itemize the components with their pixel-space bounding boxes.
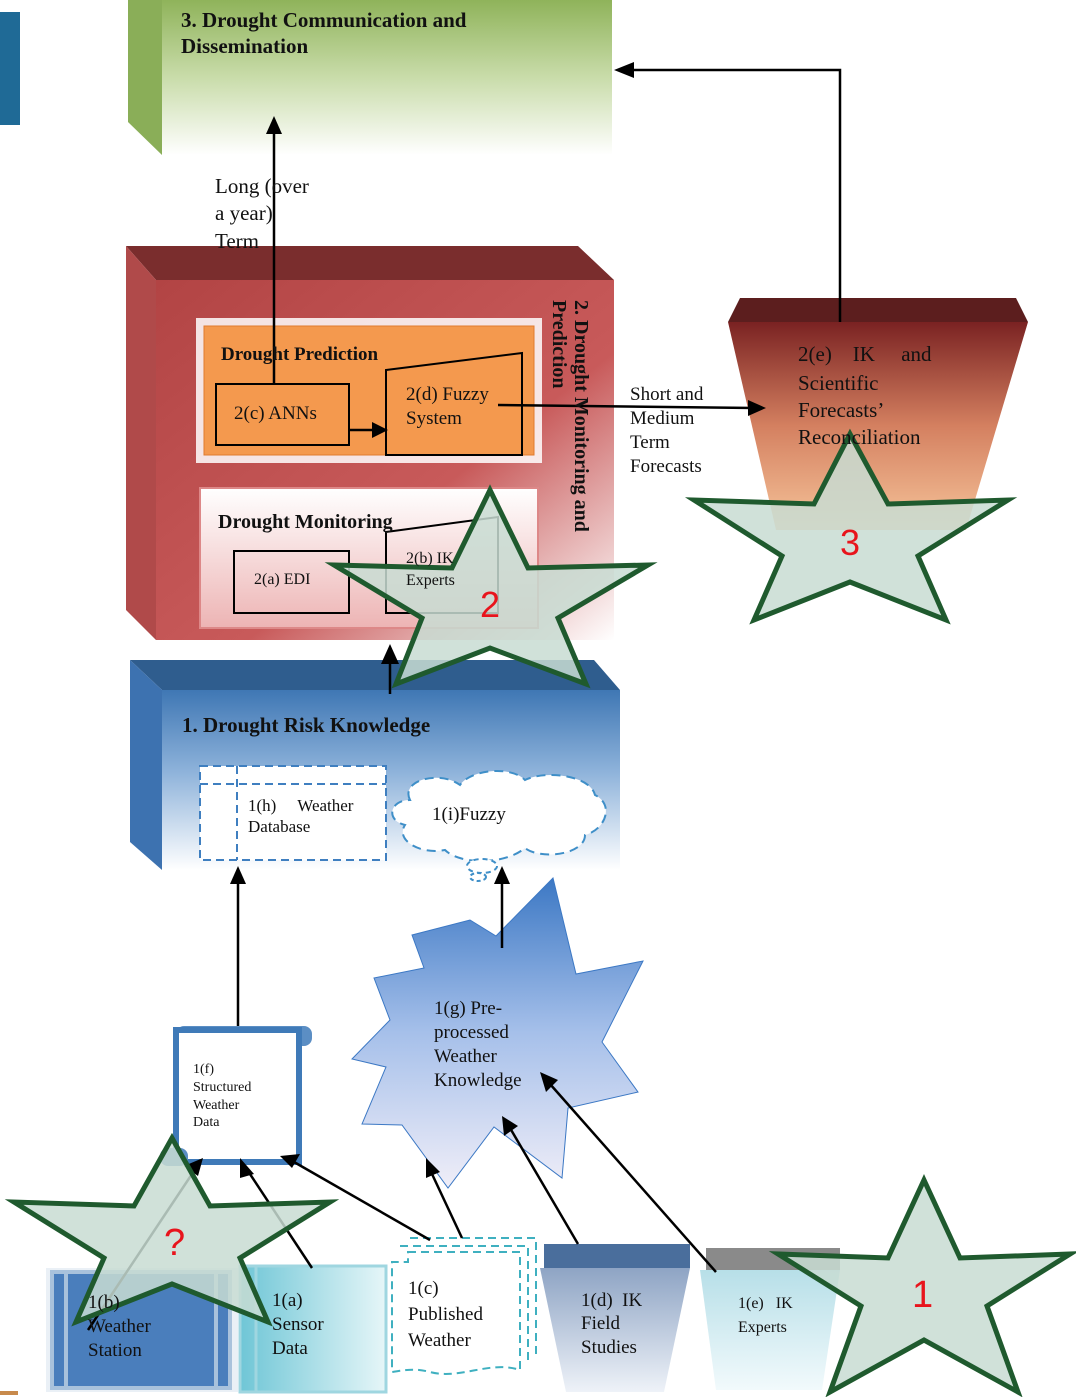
field-studies-line2: Field — [581, 1313, 621, 1334]
anns-label: 2(c) ANNs — [234, 403, 317, 424]
knowledge-title: 1. Drought Risk Knowledge — [182, 713, 431, 737]
star-overlays — [4, 428, 1076, 1397]
field-studies-line1: 1(d) IK — [581, 1290, 643, 1311]
star-3 — [684, 428, 1018, 625]
anns-box — [215, 383, 350, 446]
structured-data-box — [173, 1027, 302, 1165]
star-1 — [768, 1174, 1076, 1397]
reconciliation-top — [728, 298, 1028, 322]
fuzzy-system-box — [385, 351, 523, 456]
monitor-box-side — [126, 246, 156, 640]
published-line2: Published — [408, 1304, 483, 1325]
star-question — [4, 1132, 340, 1327]
edi-label: 2(a) EDI — [254, 571, 311, 588]
field-studies-line3: Studies — [581, 1337, 637, 1358]
side-label-line1: 2. Drought Monitoring and — [570, 300, 592, 532]
weather-database-line2: Database — [248, 817, 311, 836]
sensor-data-line3: Data — [272, 1338, 308, 1359]
communication-title-line2: Dissemination — [181, 34, 309, 58]
preprocessed-line4: Knowledge — [434, 1070, 522, 1091]
ik-experts-line1: 2(b) IK — [406, 550, 454, 567]
published-line3: Weather — [408, 1330, 471, 1351]
ik-experts-source-box — [700, 1270, 840, 1390]
published-line1: 1(c) — [408, 1278, 439, 1299]
short-medium-line1: Short and — [630, 384, 704, 405]
monitoring-title: Drought Monitoring — [218, 511, 393, 533]
communication-box-side — [128, 0, 162, 155]
star-1-label: 1 — [912, 1274, 934, 1316]
bottom-accent-mark — [0, 1391, 18, 1395]
star-3-label: 3 — [840, 522, 861, 563]
sensor-data-box — [238, 1264, 388, 1394]
monitor-box-top — [126, 246, 614, 280]
preprocessed-burst — [351, 877, 644, 1189]
edi-box — [233, 550, 350, 614]
long-term-line2: a year) — [215, 201, 273, 225]
weather-database — [199, 765, 387, 861]
weather-station-line1: 1(b) — [88, 1292, 120, 1313]
monitor-prediction-side-label: 2. Drought Monitoring and Prediction — [540, 300, 600, 590]
left-accent-bar — [0, 12, 20, 125]
fuzzy-system-line2: System — [406, 408, 462, 429]
structured-line1: 1(f) — [193, 1062, 214, 1077]
fuzzy-cloud-label: 1(i)Fuzzy — [432, 804, 506, 825]
long-term-line3: Term — [215, 229, 260, 253]
prediction-box — [203, 325, 535, 456]
published-weather-doc — [391, 1251, 521, 1375]
ik-experts-source-line1: 1(e) IK — [738, 1295, 793, 1312]
structured-line4: Data — [193, 1115, 220, 1130]
field-studies-box — [540, 1268, 690, 1392]
knowledge-box-top — [130, 660, 620, 690]
weather-station-line3: Station — [88, 1340, 142, 1361]
arrow-heads — [184, 62, 766, 1178]
reconciliation-line4: Reconciliation — [798, 425, 921, 449]
reconciliation-line2: Scientific — [798, 371, 879, 395]
reconciliation-box — [728, 322, 1028, 530]
weather-station-line2: Weather — [88, 1316, 151, 1337]
short-medium-line3: Term — [630, 432, 670, 453]
long-term-line1: Long (over — [215, 174, 309, 198]
communication-title-line1: 3. Drought Communication and — [181, 8, 467, 32]
preprocessed-line2: processed — [434, 1022, 509, 1043]
sensor-data-line2: Sensor — [272, 1314, 324, 1335]
ik-experts-source-line2: Experts — [738, 1319, 787, 1336]
communication-box — [162, 0, 612, 155]
preprocessed-line1: 1(g) Pre- — [434, 998, 503, 1019]
side-label-line2: Prediction — [548, 300, 570, 389]
structured-line3: Weather — [193, 1098, 240, 1113]
prediction-title: Drought Prediction — [221, 344, 379, 365]
reconciliation-line3: Forecasts’ — [798, 398, 885, 422]
short-medium-line2: Medium — [630, 408, 695, 429]
short-medium-line4: Forecasts — [630, 456, 702, 477]
fuzzy-cloud — [391, 769, 607, 862]
field-studies-top — [544, 1244, 690, 1268]
star-2 — [324, 484, 658, 689]
fuzzy-system-line1: 2(d) Fuzzy — [406, 384, 489, 405]
reconciliation-line1: 2(e) IK and — [798, 342, 932, 366]
weather-database-line1: 1(h) Weather — [248, 796, 354, 815]
knowledge-box-side — [130, 660, 162, 870]
sensor-data-line1: 1(a) — [272, 1290, 303, 1311]
structured-line2: Structured — [193, 1080, 252, 1095]
ik-experts-line2: Experts — [406, 572, 455, 589]
star-2-label: 2 — [480, 584, 501, 625]
preprocessed-line3: Weather — [434, 1046, 497, 1067]
star-question-label: ? — [164, 1222, 186, 1264]
